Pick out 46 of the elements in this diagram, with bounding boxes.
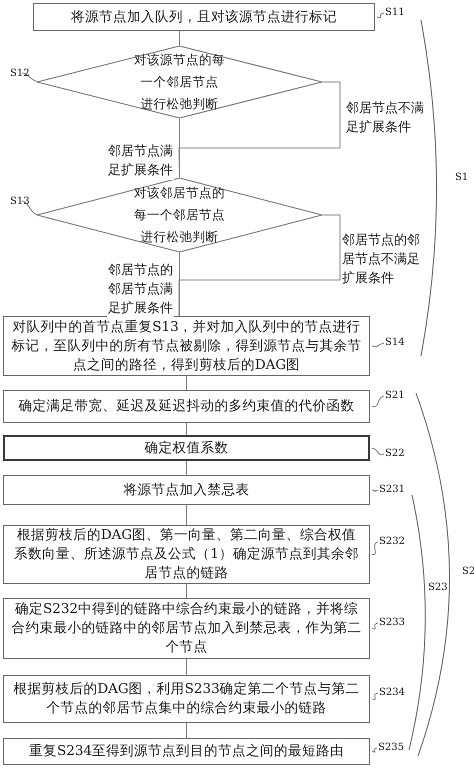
- edge-label: 邻居节点的邻居节点满足扩展条件: [107, 261, 174, 318]
- connector-line: [179, 30, 180, 46]
- process-box: [3, 475, 370, 505]
- step-label: S231: [379, 484, 405, 496]
- connector-line: [186, 504, 187, 526]
- step-label: S235: [378, 742, 404, 754]
- step-text: 对队列中的首节点重复S13，并对加入队列中的节点进行标记，至队列中的所有节点被剔除，得到源节点与其余节点之间的路径，得到剪枝后的DAG图: [10, 318, 362, 374]
- connector-line: [186, 460, 187, 476]
- connector-line: [179, 252, 180, 316]
- group-label: S2: [462, 566, 474, 578]
- step-label: S233: [379, 617, 405, 629]
- process-box: [33, 3, 375, 31]
- step-text: 将源节点加入禁忌表: [124, 480, 250, 500]
- process-box: [3, 435, 370, 461]
- step-text: 对该源节点的每一个邻居节点进行松弛判断: [133, 51, 226, 113]
- process-box: [3, 738, 370, 765]
- step-label: S232: [379, 536, 405, 548]
- connector-line: [186, 422, 187, 436]
- step-label: S13: [10, 196, 30, 208]
- step-label: S14: [385, 337, 405, 349]
- step-label: S12: [10, 68, 30, 80]
- decision-diamond: [37, 178, 322, 252]
- step-label: S234: [379, 687, 405, 699]
- step-text: 确定S232中得到的链路中综合约束最小的链路，并将综合约束最小的链路中的邻居节点加入到禁忌表，作为第二个节点: [10, 600, 362, 657]
- step-text: 将源节点加入队列，且对该源节点进行标记: [71, 8, 337, 26]
- connector-line: [186, 722, 187, 738]
- group-label: S23: [428, 582, 448, 594]
- connector-line: [178, 82, 340, 178]
- step-label: S22: [385, 448, 405, 460]
- step-text: 确定权值系数: [144, 438, 228, 458]
- connector-line: [186, 658, 187, 676]
- connector-line: [186, 376, 187, 390]
- process-box: [3, 675, 370, 723]
- process-box: [3, 390, 370, 423]
- step-text: 根据剪枝后的DAG图、第一向量、第二向量、综合权值系数向量、所述源节点及公式（1）确定源节点到其余邻居节点的链路: [13, 526, 360, 583]
- step-text: 对该邻居节点的每一个邻居节点进行松弛判断: [133, 184, 226, 246]
- decision-diamond: [37, 46, 322, 118]
- connector-line: [178, 214, 340, 316]
- step-text: 根据剪枝后的DAG图，利用S233确定第二个节点与第二个节点的邻居节点集中的综合约束最小的链路: [12, 680, 361, 718]
- step-text: 确定满足带宽、延迟及延迟抖动的多约束值的代价函数: [18, 397, 354, 416]
- step-text: 重复S234至得到源节点到目的节点之间的最短路由: [28, 742, 344, 761]
- step-label: S21: [385, 390, 405, 402]
- edge-label: 邻居节点满足扩展条件: [107, 142, 174, 180]
- step-label: S11: [385, 7, 405, 19]
- group-label: S1: [455, 172, 468, 184]
- connector-line: [186, 584, 187, 598]
